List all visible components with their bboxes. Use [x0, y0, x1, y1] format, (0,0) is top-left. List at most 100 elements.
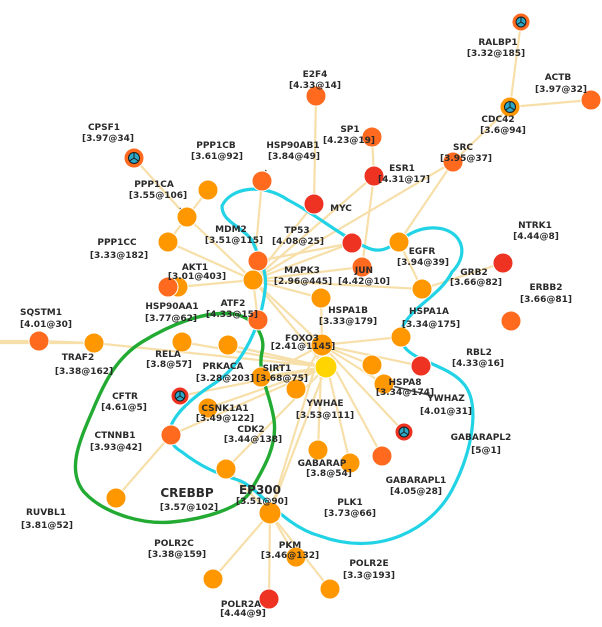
node-mdm2[interactable] — [247, 250, 269, 272]
node-polr2a[interactable] — [258, 588, 280, 610]
node-jun[interactable] — [351, 256, 373, 278]
node-sp1[interactable] — [361, 126, 383, 148]
node-score-ppp1cb: [3.61@92] — [191, 152, 243, 162]
node-ntrk1[interactable] — [492, 252, 514, 274]
node-src[interactable] — [442, 151, 464, 173]
node-name-pkm: PKM — [279, 541, 302, 551]
node-hsp90aa1[interactable] — [157, 276, 179, 298]
edge-foxo3-ywhaz — [321, 344, 385, 385]
edge-akt1-mapk3 — [177, 278, 254, 289]
node-gabarapl1[interactable] — [371, 445, 393, 467]
node-plk1[interactable] — [339, 452, 361, 474]
node-gabarap[interactable] — [307, 439, 329, 461]
node-name-hsp90ab1: HSP90AB1 — [266, 141, 319, 151]
node-name-hspa8: HSPA8 — [388, 378, 421, 388]
node-score-cpsf1: [3.97@34] — [82, 134, 134, 144]
node-score-csnk1a1: [3.49@122] — [196, 414, 254, 424]
node-name-cdk2: CDK2 — [237, 425, 264, 435]
node-name-plk1: PLK1 — [337, 498, 363, 508]
node-ywhae[interactable] — [285, 378, 307, 400]
node-foxo3[interactable] — [310, 333, 334, 357]
node-e2f4[interactable] — [305, 85, 327, 107]
node-crebbp[interactable] — [215, 458, 237, 480]
node-cdk2[interactable] — [250, 366, 272, 388]
node-tp53[interactable] — [341, 232, 363, 254]
edge-tp53-mapk3 — [252, 241, 353, 282]
node-score-polr2a: [4.44@9] — [220, 609, 266, 619]
node-name-crebbp: CREBBP — [160, 486, 214, 500]
node-ppp1cc[interactable] — [157, 231, 179, 253]
node-ywhaz[interactable] — [373, 373, 395, 395]
node-polr2c[interactable] — [202, 568, 224, 590]
node-csnk1a1[interactable] — [197, 397, 219, 419]
node-score-gabarap: [3.8@54] — [306, 469, 352, 479]
edge-actb-cdc42 — [509, 98, 592, 109]
node-grb2[interactable] — [411, 278, 433, 300]
node-name-cftr: CFTR — [112, 392, 138, 402]
edge-cdc42-src — [452, 106, 511, 163]
node-name-hsp90aa1: HSP90AA1 — [145, 302, 198, 312]
node-erbb2[interactable] — [500, 310, 522, 332]
node-score-grb2: [3.66@82] — [450, 278, 502, 288]
node-name-ep300: EP300 — [239, 483, 281, 497]
node-egfr[interactable] — [388, 231, 410, 253]
node-ep300[interactable] — [258, 501, 282, 525]
node-name-ywhaz: YWHAZ — [426, 394, 465, 404]
node-score-esr1: [4.31@17] — [378, 175, 430, 185]
edge-sirt1-ep300 — [268, 366, 328, 514]
node-mapk3[interactable] — [242, 269, 264, 291]
node-rela[interactable] — [171, 331, 193, 353]
node-hspa8[interactable] — [361, 354, 383, 376]
node-traf2[interactable] — [83, 332, 105, 354]
node-hsp90ab1[interactable] — [251, 170, 273, 192]
node-myc[interactable] — [303, 193, 325, 215]
node-atf2[interactable] — [247, 309, 269, 331]
edge-cpsf1-ppp1ca — [133, 157, 188, 218]
node-score-gabarapl1: [4.05@28] — [390, 487, 442, 497]
node-score-erbb2: [3.66@81] — [520, 295, 572, 305]
node-rbl2[interactable] — [410, 355, 432, 377]
node-score-src: [3.95@37] — [440, 154, 492, 164]
node-score-sirt1: [3.68@75] — [256, 374, 308, 384]
node-sirt1[interactable] — [314, 355, 338, 379]
node-score-actb: [3.97@32] — [535, 85, 587, 95]
node-name-src: SRC — [453, 143, 473, 153]
ring-mark-cftr — [175, 391, 185, 399]
node-score-ppp1cc: [3.33@182] — [90, 251, 148, 261]
node-ctnnb1[interactable] — [160, 424, 182, 446]
edge-e2f4-myc — [312, 95, 318, 205]
node-score-rela: [3.8@57] — [146, 360, 192, 370]
node-hspa1a[interactable] — [390, 326, 412, 348]
edge-rela-sirt1 — [181, 340, 327, 369]
node-name-gabarap: GABARAP — [298, 459, 347, 469]
ring-mark-ralbp1 — [516, 17, 526, 25]
node-sqstm1[interactable] — [28, 330, 50, 352]
node-name-ppp1cb: PPP1CB — [196, 141, 236, 151]
node-score-hspa1a: [3.34@175] — [402, 320, 460, 330]
node-score-hsp90ab1: [3.84@49] — [268, 152, 320, 162]
node-prkaca[interactable] — [217, 334, 239, 356]
node-score-hspa1b: [3.33@179] — [319, 317, 377, 327]
node-score-crebbp: [3.57@102] — [160, 503, 218, 513]
node-score-cdc42: [3.6@94] — [480, 126, 526, 136]
node-ppp1cb[interactable] — [197, 179, 219, 201]
node-score-prkaca: [3.28@203] — [196, 374, 254, 384]
node-ppp1ca[interactable] — [176, 206, 198, 228]
edge-hspa1a-foxo3 — [321, 335, 402, 347]
label-layer: RALBP1[3.32@185]ACTB[3.97@32]CDC42[3.6@9… — [20, 38, 587, 619]
node-esr1[interactable] — [363, 165, 385, 187]
node-name-grb2: GRB2 — [460, 268, 487, 278]
node-polr2e[interactable] — [319, 578, 341, 600]
node-ruvbl1[interactable] — [105, 487, 127, 509]
node-name-cpsf1: CPSF1 — [88, 123, 120, 133]
edge-foxo3-ep300 — [268, 344, 324, 514]
node-name-polr2a: POLR2A — [221, 600, 261, 610]
node-score-polr2c: [3.38@159] — [148, 550, 206, 560]
node-name-gabarapl2: GABARAPL2 — [451, 433, 512, 443]
edge-esr1-mapk3 — [252, 175, 375, 281]
node-pkm[interactable] — [285, 546, 307, 568]
node-name-mapk3: MAPK3 — [284, 266, 320, 276]
node-actb[interactable] — [580, 89, 602, 111]
node-hspa1b[interactable] — [310, 287, 332, 309]
